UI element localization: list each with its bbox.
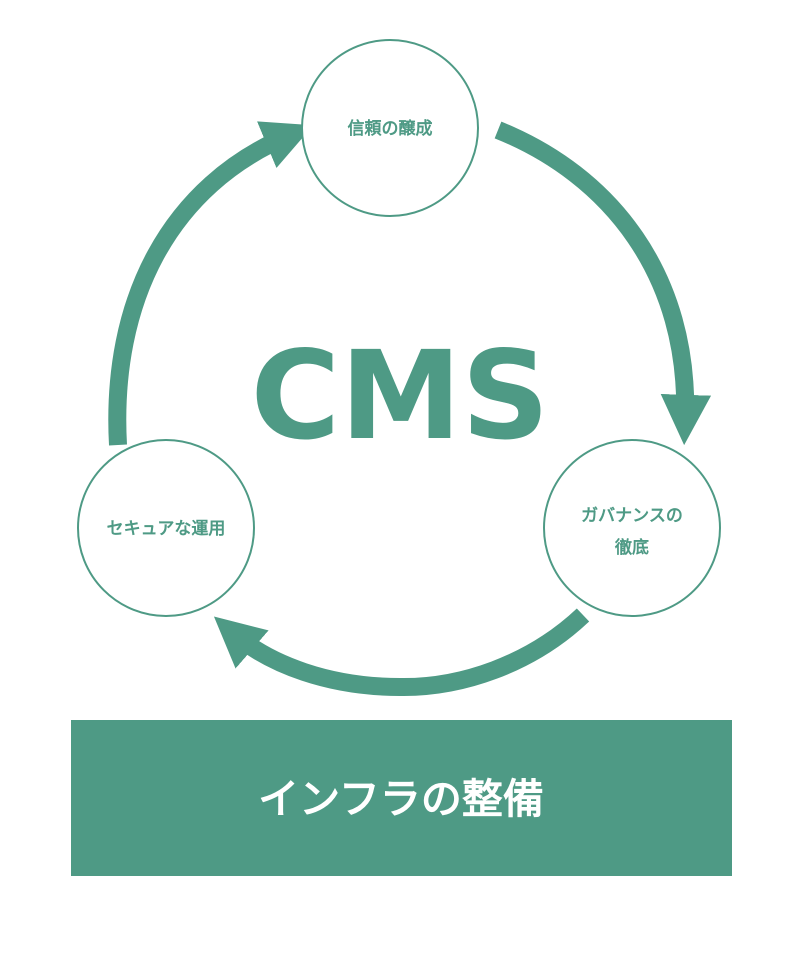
node-governance-circle [543, 439, 721, 617]
arrow-trust-to-governance [494, 121, 712, 446]
node-trust-circle [301, 39, 479, 217]
arrow-governance-to-operation [213, 608, 590, 697]
center-label: CMS [251, 325, 550, 467]
arrow-operation-to-trust [108, 121, 314, 446]
node-governance-label-line2: 徹底 [614, 537, 649, 558]
foundation-label: インフラの整備 [258, 775, 544, 823]
node-governance-label-line1: ガバナンスの [581, 506, 683, 526]
node-operation-circle [77, 439, 255, 617]
foundation-bar [71, 720, 732, 876]
node-trust-label: 信頼の醸成 [348, 118, 433, 139]
node-operation-label: セキュアな運用 [107, 519, 226, 539]
